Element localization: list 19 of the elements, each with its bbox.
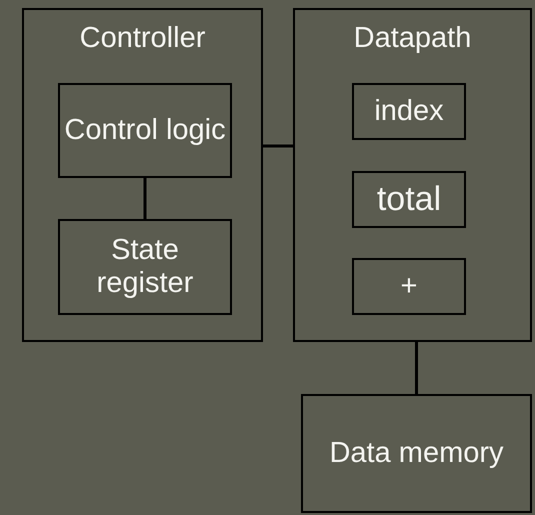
block-label: + — [400, 270, 418, 304]
group-box — [22, 8, 263, 342]
block-box — [352, 83, 466, 140]
block-label: Control logic — [64, 114, 226, 148]
block-box — [301, 394, 532, 513]
group-box — [293, 8, 532, 342]
block-box — [352, 171, 466, 228]
group-title: Datapath — [354, 22, 472, 56]
block-box — [58, 83, 232, 178]
connector-line — [144, 178, 146, 219]
block-label: State register — [96, 234, 194, 300]
group-title: Controller — [80, 22, 206, 56]
block-label: total — [376, 180, 442, 220]
connector-line — [415, 342, 418, 394]
block-label: Data memory — [329, 436, 504, 470]
connector-line — [263, 144, 293, 148]
block-box — [58, 219, 232, 315]
block-label: index — [374, 94, 444, 128]
block-box — [352, 258, 466, 315]
